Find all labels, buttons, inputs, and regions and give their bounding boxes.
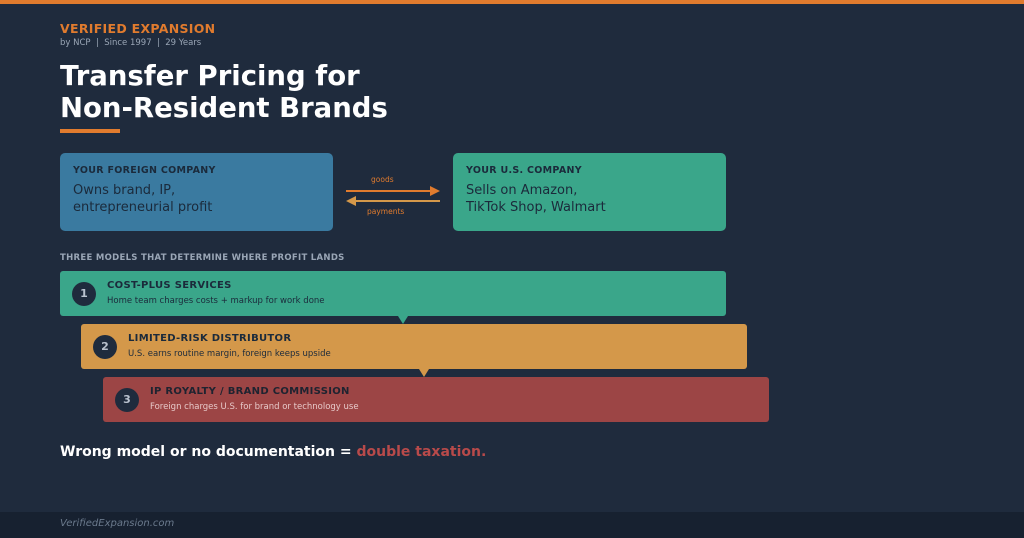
goods-label: goods (371, 175, 394, 184)
brand-byline: by NCP | Since 1997 | 29 Years (60, 38, 202, 48)
models-section-title: THREE MODELS THAT DETERMINE WHERE PROFIT… (60, 253, 345, 263)
foreign-company-line-2: entrepreneurial profit (73, 200, 213, 215)
model-description: Foreign charges U.S. for brand or techno… (150, 402, 359, 412)
brand-name: VERIFIED EXPANSION (60, 21, 216, 36)
us-company-line-1: Sells on Amazon, (466, 183, 578, 198)
model-number-badge: 2 (93, 335, 117, 359)
goods-payments-arrows (346, 186, 440, 206)
model-2-pointer (419, 369, 429, 377)
conclusion-prefix: Wrong model or no documentation = (60, 444, 357, 460)
page-title: Transfer Pricing for Non-Resident Brands (60, 60, 388, 124)
model-limited-risk-distributor: 2 LIMITED-RISK DISTRIBUTOR U.S. earns ro… (81, 324, 747, 369)
title-line-2: Non-Resident Brands (60, 92, 388, 124)
model-cost-plus-services: 1 COST-PLUS SERVICES Home team charges c… (60, 271, 726, 316)
model-1-pointer (398, 316, 408, 324)
foreign-company-line-1: Owns brand, IP, (73, 183, 176, 198)
payments-label: payments (367, 207, 405, 216)
foreign-company-heading: YOUR FOREIGN COMPANY (73, 165, 216, 176)
model-title: COST-PLUS SERVICES (107, 280, 232, 291)
us-company-heading: YOUR U.S. COMPANY (466, 165, 582, 176)
model-number-badge: 1 (72, 282, 96, 306)
model-title: LIMITED-RISK DISTRIBUTOR (128, 333, 292, 344)
model-description: U.S. earns routine margin, foreign keeps… (128, 349, 331, 359)
conclusion-statement: Wrong model or no documentation = double… (60, 444, 486, 460)
us-company-line-2: TikTok Shop, Walmart (466, 200, 606, 215)
top-accent-bar (0, 0, 1024, 4)
title-underline (60, 129, 120, 133)
model-title: IP ROYALTY / BRAND COMMISSION (150, 386, 350, 397)
model-ip-royalty: 3 IP ROYALTY / BRAND COMMISSION Foreign … (103, 377, 769, 422)
title-line-1: Transfer Pricing for (60, 60, 360, 92)
footer-site: VerifiedExpansion.com (60, 518, 175, 529)
us-company-box: YOUR U.S. COMPANY Sells on Amazon, TikTo… (453, 153, 726, 231)
model-description: Home team charges costs + markup for wor… (107, 296, 325, 306)
footer-bar: VerifiedExpansion.com (0, 512, 1024, 538)
conclusion-highlight: double taxation. (356, 444, 487, 460)
model-number-badge: 3 (115, 388, 139, 412)
payments-arrow-head (346, 196, 356, 206)
foreign-company-box: YOUR FOREIGN COMPANY Owns brand, IP, ent… (60, 153, 333, 231)
goods-arrow-head (430, 186, 440, 196)
